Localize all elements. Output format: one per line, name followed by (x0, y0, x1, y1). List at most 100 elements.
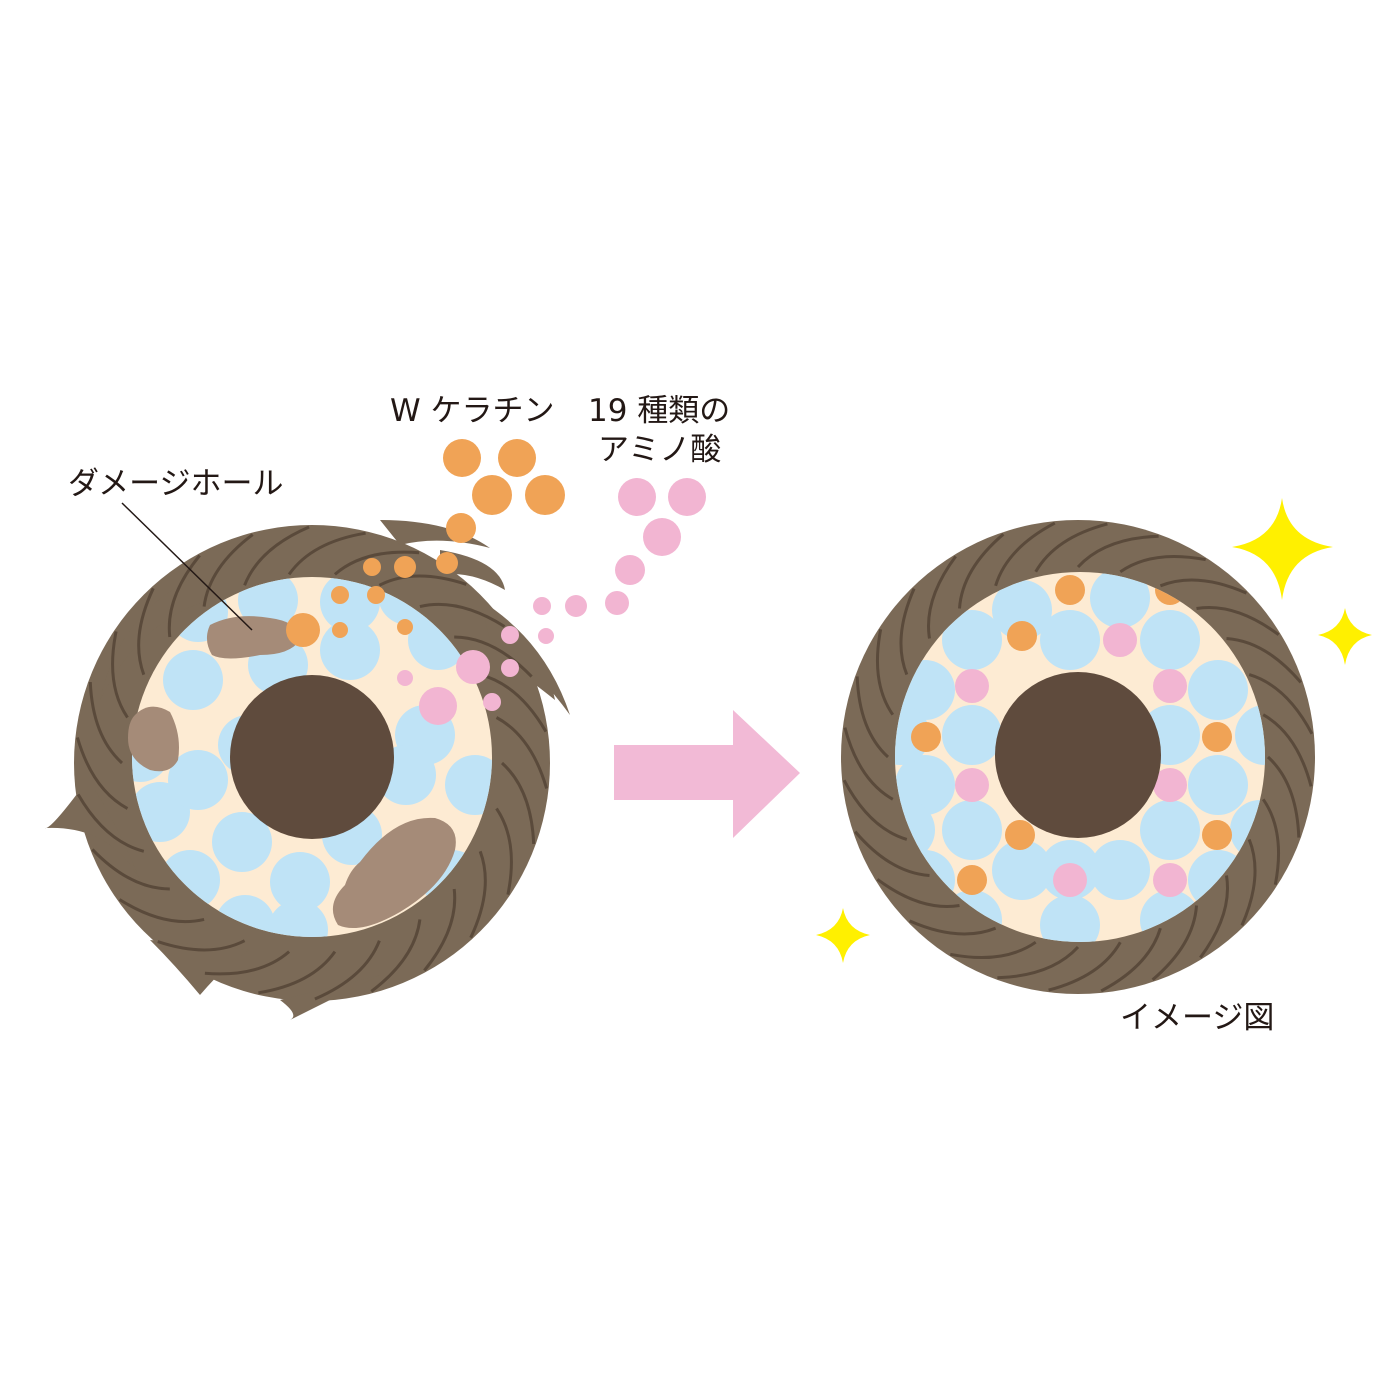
cuticle-scale-line (908, 919, 997, 936)
cuticle-scale-line (1151, 905, 1198, 981)
cuticle-scale-line (75, 737, 129, 810)
damage-hole-label: ダメージホール (68, 466, 283, 502)
cortex-particle (270, 852, 330, 912)
cuticle-scale-line (167, 554, 201, 638)
cuticle-scale-line (423, 888, 457, 972)
cortex-particle (1140, 610, 1200, 670)
cuticle-scale-line (876, 878, 960, 908)
repaired-medulla (995, 672, 1161, 838)
cuticle-scale-line (258, 950, 337, 995)
keratin-particle (1202, 820, 1232, 850)
cortex-particle (320, 577, 380, 632)
cuticle-scale-line (419, 602, 506, 628)
cuticle-scale-line (287, 531, 366, 576)
damage-hole-leader-line (121, 502, 253, 631)
cortex-particle (163, 650, 223, 710)
cuticle-scale-lines (75, 525, 549, 1001)
cortex-particle (268, 900, 328, 937)
cuticle-scale-line (1034, 522, 1108, 573)
damage-hole-shape (332, 817, 456, 929)
cuticle-scale-line (1048, 941, 1122, 992)
cortex-particle (212, 812, 272, 872)
cuticle-scale-line (1119, 554, 1206, 574)
amino-acid-label-line1: 19 種類の (588, 393, 730, 429)
sparkles (816, 498, 1372, 963)
cuticle-scale-line (1100, 927, 1162, 993)
right-arrow-icon (614, 710, 800, 838)
cuticle-scale-line (854, 830, 930, 877)
cuticle-scale-line (1262, 713, 1313, 787)
keratin-particle (1005, 820, 1035, 850)
cuticle-scale-line (495, 807, 513, 895)
amino-acid-particle (1053, 863, 1087, 897)
keratin-particle (911, 722, 941, 752)
cuticle-scale-line (997, 945, 1080, 980)
cuticle-scale-line (855, 676, 890, 759)
cuticle-scale-line (927, 555, 957, 639)
cuticle-scale-line (204, 950, 291, 976)
amino-acid-particle (1103, 623, 1137, 657)
cortex-particle (942, 800, 1002, 860)
cuticle-scale-line (958, 533, 1005, 609)
amino-acid-particle (955, 768, 989, 802)
keratin-particle (1055, 575, 1085, 605)
cuticle-scale-line (1076, 534, 1159, 569)
cortex-particle (1140, 800, 1200, 860)
amino-acid-label-line2: アミノ酸 (598, 432, 721, 468)
keratin-particle (1202, 722, 1232, 752)
cuticle-scale-line (495, 716, 549, 789)
cuticle-scale-line (1196, 606, 1280, 636)
cuticle-scale-line (88, 682, 124, 765)
sparkle-icon (1232, 498, 1333, 600)
cuticle-scale-line (111, 631, 129, 719)
cuticle-scale-line (842, 779, 908, 841)
damage-hole-shape (128, 706, 179, 772)
cuticle-scale-line (137, 587, 155, 676)
cortex-particle (1188, 755, 1248, 815)
cuticle-scale-line (454, 635, 533, 678)
cortex-particle (942, 705, 1002, 765)
cuticle-scale-line (479, 673, 548, 733)
cortex-particle (1188, 660, 1248, 720)
cortex-particle (895, 705, 930, 765)
amino-acid-particles (397, 478, 706, 725)
sparkle-icon (1318, 608, 1372, 665)
cortex-particle (942, 610, 1002, 670)
cuticle-scale-line (1248, 673, 1314, 735)
cuticle-scale-line (994, 521, 1056, 587)
amino-acid-particle (1153, 669, 1187, 703)
image-note-label: イメージ図 (1120, 1000, 1274, 1036)
cortex-particle (168, 750, 228, 810)
cuticle-scale-line (899, 587, 916, 676)
damage-holes (128, 616, 456, 929)
cuticle-scale-line (1261, 798, 1281, 885)
cortex-particle (1090, 572, 1150, 628)
cortex-particle (895, 755, 955, 815)
cortex-particle (992, 580, 1052, 640)
cuticle-scale-line (370, 919, 422, 993)
cuticle-scale-lines (842, 521, 1314, 993)
cuticle-scale-line (950, 940, 1037, 960)
amino-acid-particle (955, 669, 989, 703)
cuticle-scale-line (333, 550, 420, 576)
cuticle-scale-line (469, 850, 487, 939)
cuticle-scale-line (1199, 875, 1229, 959)
cuticle-scale-line (1240, 838, 1257, 927)
cuticle-scale-line (76, 793, 145, 853)
cuticle-scale-line (202, 533, 254, 607)
cortex-particle (1040, 895, 1100, 942)
cuticle-scale-line (1159, 578, 1248, 595)
cuticle-scale-line (843, 727, 894, 801)
damage-hole-shape (206, 616, 300, 659)
amino-acid-particle (1153, 768, 1187, 802)
sparkle-icon (816, 908, 870, 963)
cortex-particle (320, 620, 380, 680)
cortex-particle (1040, 610, 1100, 670)
cuticle-scale-line (314, 940, 381, 1001)
repaired-hair (841, 520, 1315, 994)
cuticle-scale-line (243, 525, 310, 586)
keratin-label: W ケラチン (390, 393, 555, 429)
cuticle-scale-line (1226, 637, 1302, 684)
keratin-particles (286, 439, 565, 647)
